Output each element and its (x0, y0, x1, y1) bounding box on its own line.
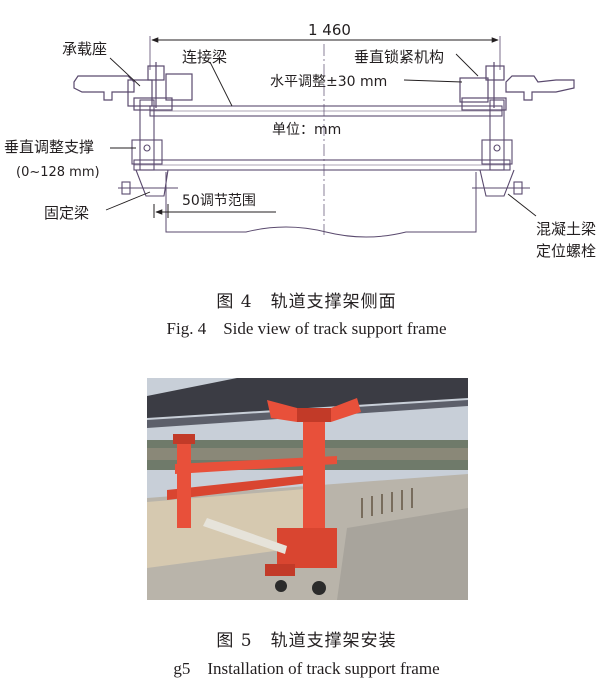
label-horizontal-adjust: 水平调整±30 mm (270, 74, 387, 90)
label-fixed-beam: 固定梁 (44, 204, 89, 222)
label-unit: 单位：mm (272, 122, 341, 138)
label-connecting-beam: 连接梁 (182, 48, 227, 66)
connecting-beam (149, 105, 503, 117)
leader-lines (105, 53, 537, 217)
figure5-caption-en: g5 Installation of track support frame (173, 659, 440, 678)
label-vertical-support: 垂直调整支撑 (4, 138, 94, 156)
figure5-caption-cn: 图 5 轨道支撑架安装 (216, 631, 397, 651)
dimension-1460: 1 460 (149, 21, 501, 70)
left-rail-clip (73, 62, 193, 111)
figure4-caption-en: Fig. 4 Side view of track support frame (166, 319, 447, 338)
label-vertical-lock: 垂直锁紧机构 (354, 48, 444, 66)
label-bolt-line1: 混凝土梁 (536, 220, 596, 238)
installation-photo (147, 378, 468, 600)
right-rail-clip (459, 62, 575, 111)
label-vertical-support-range: (0~128 mm) (16, 165, 100, 180)
adjust-range-label: 50调节范围 (182, 192, 256, 209)
fixed-beam (133, 159, 511, 171)
dimension-label: 1 460 (308, 21, 351, 39)
label-bolt-line2: 定位螺栓 (536, 242, 596, 260)
adjust-range-marker: 50调节范围 (153, 192, 276, 218)
track-support-drawing: 1 460 (4, 21, 596, 260)
figure4-caption-cn: 图 4 轨道支撑架侧面 (216, 292, 397, 312)
label-bearing-seat: 承载座 (62, 40, 107, 58)
concrete-beam-outline (165, 172, 477, 238)
